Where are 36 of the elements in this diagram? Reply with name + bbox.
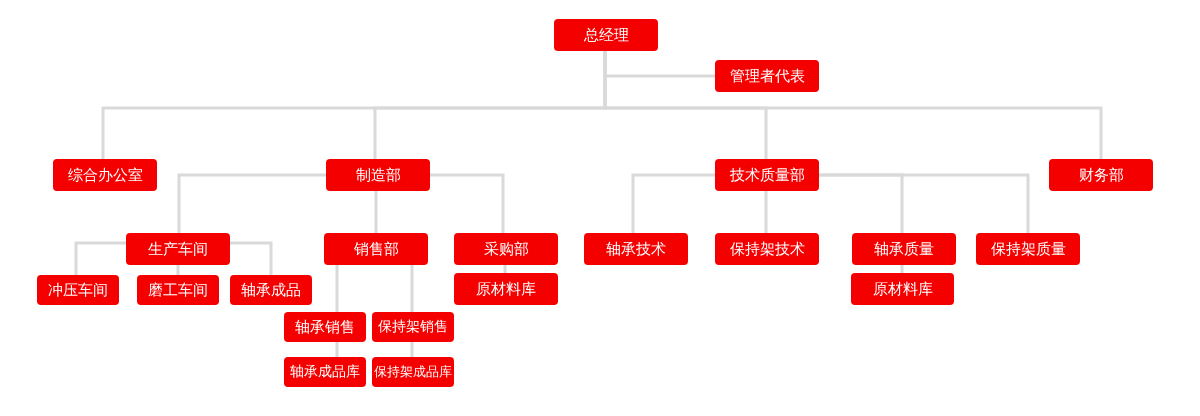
connector-line bbox=[74, 241, 126, 275]
org-box: 保持架成品库 bbox=[372, 357, 454, 387]
org-box: 原材料库 bbox=[851, 273, 954, 305]
org-box: 总经理 bbox=[554, 19, 658, 51]
org-box: 轴承成品库 bbox=[284, 357, 366, 387]
org-box: 管理者代表 bbox=[715, 60, 819, 92]
org-box: 冲压车间 bbox=[37, 275, 119, 305]
org-box: 综合办公室 bbox=[53, 159, 157, 191]
org-box: 销售部 bbox=[324, 233, 428, 265]
org-box: 轴承成品 bbox=[230, 275, 312, 305]
connector-line bbox=[410, 265, 414, 312]
connector-line bbox=[430, 173, 505, 233]
connector-line bbox=[374, 191, 378, 233]
org-box: 保持架质量 bbox=[976, 233, 1080, 265]
connector-line bbox=[335, 265, 339, 312]
org-box: 财务部 bbox=[1049, 159, 1153, 191]
org-box: 保持架销售 bbox=[372, 312, 454, 342]
org-box: 轴承销售 bbox=[284, 312, 366, 342]
connector-line bbox=[176, 265, 180, 275]
org-box: 制造部 bbox=[326, 159, 430, 191]
connector-line bbox=[177, 173, 326, 233]
connector-line bbox=[631, 173, 715, 233]
connector-line bbox=[335, 342, 339, 357]
org-box: 原材料库 bbox=[454, 273, 558, 305]
org-box: 保持架技术 bbox=[715, 233, 819, 265]
connector-line bbox=[230, 241, 273, 275]
org-box: 技术质量部 bbox=[715, 159, 819, 191]
org-box: 轴承质量 bbox=[852, 233, 956, 265]
connector-line bbox=[819, 173, 1030, 233]
org-box: 磨工车间 bbox=[137, 275, 219, 305]
connector-line bbox=[503, 265, 507, 273]
org-box: 采购部 bbox=[454, 233, 558, 265]
org-box: 轴承技术 bbox=[584, 233, 688, 265]
connector-line bbox=[410, 342, 414, 357]
connector-line bbox=[764, 191, 768, 233]
org-box: 生产车间 bbox=[126, 233, 230, 265]
